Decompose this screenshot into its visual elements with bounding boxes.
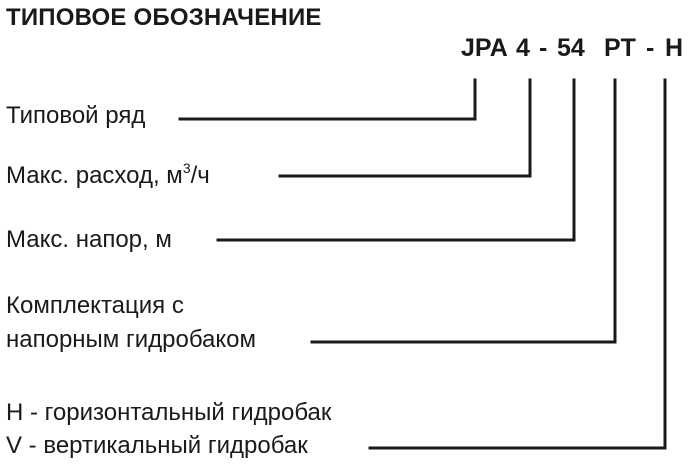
- label-tank-line-2: напорным гидробаком: [6, 326, 256, 353]
- label-tank-line-1: Комплектация с: [6, 292, 184, 319]
- label-flow: Макс. расход, м3/ч: [6, 160, 210, 190]
- code-dash-2: -: [646, 34, 655, 62]
- code-orientation: H: [665, 34, 684, 62]
- code-head: 54: [557, 34, 585, 62]
- code-tank: PT: [604, 34, 636, 62]
- label-flow-superscript: 3: [182, 160, 191, 176]
- label-flow-text: Макс. расход, м: [6, 162, 183, 189]
- label-flow-unit: /ч: [190, 162, 210, 189]
- connector-orientation: [368, 78, 667, 450]
- code-series: JPA: [461, 34, 508, 62]
- code-flow: 4: [516, 34, 530, 62]
- connector-series: [178, 78, 477, 121]
- label-orientation-v: V - вертикальный гидробак: [6, 432, 308, 459]
- connector-tank: [310, 78, 617, 344]
- diagram-title: ТИПОВОЕ ОБОЗНАЧЕНИЕ: [6, 4, 322, 31]
- label-series: Типовой ряд: [6, 102, 146, 129]
- label-orientation-h: H - горизонтальный гидробак: [6, 399, 332, 426]
- connector-head: [216, 78, 576, 242]
- code-dash-1: -: [539, 34, 548, 62]
- connector-flow: [278, 78, 532, 178]
- label-head: Макс. напор, м: [6, 226, 172, 253]
